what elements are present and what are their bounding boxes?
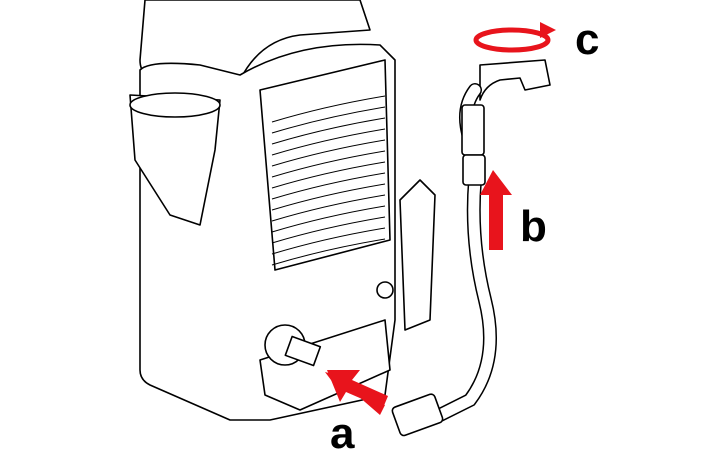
grille-slat <box>271 161 386 189</box>
hose-connector-bottom <box>391 393 444 437</box>
label-c: c <box>575 15 600 64</box>
side-bracket <box>399 179 436 331</box>
grille-panel <box>259 59 391 271</box>
label-a: a <box>330 409 355 458</box>
outlet-connector <box>376 281 394 299</box>
label-b: b <box>520 202 547 251</box>
accessory-holder <box>129 94 221 226</box>
grille-slat <box>271 95 386 123</box>
grille-slat <box>271 238 386 266</box>
grille-slat <box>271 183 386 211</box>
grille-slats <box>271 95 386 266</box>
holder-opening <box>129 92 221 118</box>
grille-slat <box>271 172 386 200</box>
hose-connector-top <box>462 154 486 186</box>
tap <box>479 59 551 101</box>
arrow-b-icon <box>480 170 512 250</box>
grille-slat <box>271 205 386 233</box>
inlet-adapter <box>284 335 322 367</box>
grille-slat <box>271 139 386 167</box>
tap-connector <box>461 104 485 156</box>
grille-slat <box>271 194 386 222</box>
grille-slat <box>271 106 386 134</box>
grille-slat <box>271 128 386 156</box>
grille-slat <box>271 216 386 244</box>
grille-slat <box>271 227 386 255</box>
grille-slat <box>271 117 386 145</box>
grille-slat <box>271 150 386 178</box>
rotate-arrow-c-icon <box>473 22 556 53</box>
